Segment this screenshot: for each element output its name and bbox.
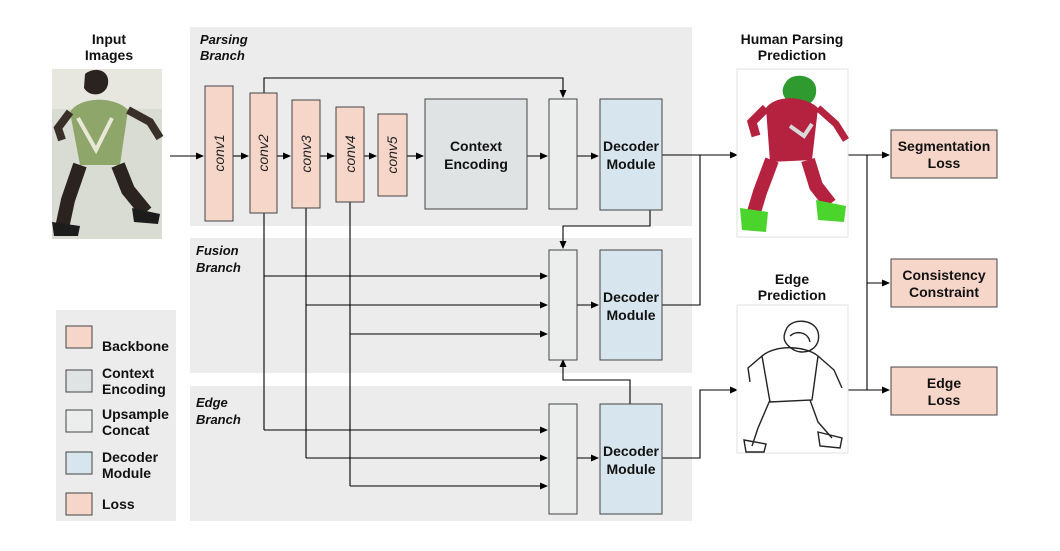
parsing-decoder-label-line2: Module xyxy=(607,156,656,172)
legend-label-upsample-concat: Upsample xyxy=(102,406,169,422)
human-parsing-prediction-image xyxy=(736,68,849,238)
parsing-branch-title: Parsing xyxy=(200,32,248,47)
conv2-block xyxy=(249,92,278,214)
conv5-label: conv5 xyxy=(384,136,400,174)
input-image xyxy=(52,69,164,239)
fusion-concat-block xyxy=(548,249,578,361)
consistency-constraint-label: Consistency xyxy=(902,267,985,283)
conv3-label: conv3 xyxy=(298,135,314,173)
edge-loss-label: Edge xyxy=(927,375,961,391)
edge-branch-title: Edge xyxy=(196,395,228,410)
conv4-label: conv4 xyxy=(342,135,358,173)
edge-output-title-line2: Prediction xyxy=(758,287,826,303)
context-encoding-label: Context xyxy=(450,138,502,154)
context-encoding-label-line2: Encoding xyxy=(444,156,508,172)
fusion-decoder-label-line2: Module xyxy=(607,307,656,323)
legend-label-decoder-module: Decoder xyxy=(102,449,159,465)
legend-swatch-context-encoding xyxy=(65,369,93,393)
fusion-decoder-block xyxy=(599,249,663,361)
segmentation-loss-label: Segmentation xyxy=(898,138,991,154)
consistency-constraint-label-line2: Constraint xyxy=(909,284,979,300)
legend-swatch-backbone xyxy=(65,325,93,349)
legend-label-decoder-module-line2: Module xyxy=(102,465,151,481)
parsing-output-title: Human Parsing xyxy=(741,31,844,47)
edge-decoder-label: Decoder xyxy=(603,443,660,459)
edge-concat-block xyxy=(548,403,578,515)
legend-swatch-upsample-concat xyxy=(65,409,93,433)
edge-loss-label-line2: Loss xyxy=(928,392,961,408)
legend-label-context-encoding: Context xyxy=(102,365,154,381)
connections xyxy=(170,77,890,490)
parsing-output-title-line2: Prediction xyxy=(758,47,826,63)
edge-output-title: Edge xyxy=(775,271,809,287)
fusion-branch-title-line2: Branch xyxy=(196,260,241,275)
legend-swatch-loss xyxy=(65,492,93,516)
parsing-concat-block xyxy=(548,98,578,210)
edge-branch-title-line2: Branch xyxy=(196,412,241,427)
conv4-block xyxy=(335,106,365,203)
edge-loss-box xyxy=(890,366,998,416)
consistency-constraint-box xyxy=(890,258,998,308)
conv5-block xyxy=(377,113,408,197)
legend-label-upsample-concat-line2: Concat xyxy=(102,422,150,438)
input-title-line2: Images xyxy=(85,47,133,63)
edge-decoder-label-line2: Module xyxy=(607,461,656,477)
segmentation-loss-box xyxy=(890,129,998,179)
conv1-label: conv1 xyxy=(211,134,227,171)
legend: Backbone Context Encoding Upsample Conca… xyxy=(65,325,169,516)
parsing-branch-title-line2: Branch xyxy=(200,48,245,63)
legend-swatch-decoder-module xyxy=(65,451,93,475)
context-encoding-block xyxy=(424,98,528,210)
legend-label-context-encoding-line2: Encoding xyxy=(102,381,166,397)
conv2-label: conv2 xyxy=(255,134,271,172)
fusion-branch-title: Fusion xyxy=(196,243,239,258)
input-title: Input xyxy=(92,31,127,47)
parsing-decoder-block xyxy=(599,98,663,211)
parsing-decoder-label: Decoder xyxy=(603,138,660,154)
segmentation-loss-label-line2: Loss xyxy=(928,155,961,171)
conv3-block xyxy=(291,99,321,209)
edge-decoder-block xyxy=(599,403,663,515)
legend-label-backbone: Backbone xyxy=(102,338,169,354)
legend-label-loss: Loss xyxy=(102,496,135,512)
conv1-block xyxy=(204,85,234,222)
edge-prediction-image xyxy=(736,304,849,454)
fusion-decoder-label: Decoder xyxy=(603,289,660,305)
